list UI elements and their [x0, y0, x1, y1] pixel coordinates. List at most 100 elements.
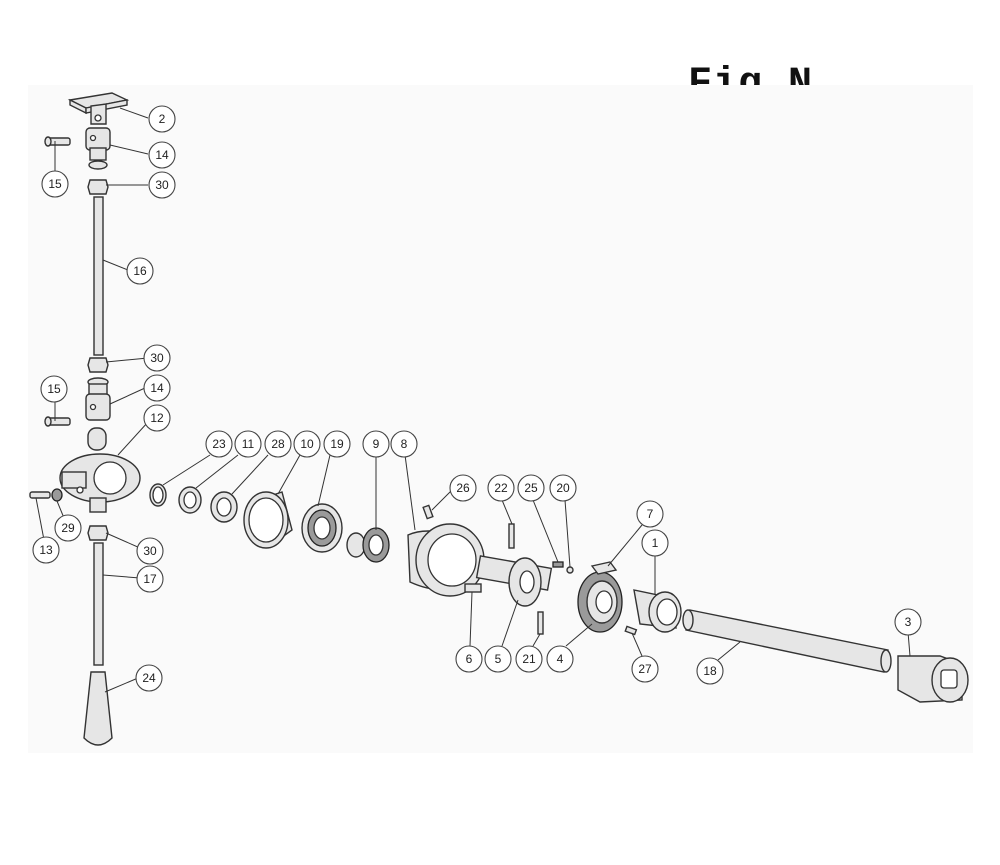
callout-label: 9 [373, 437, 380, 451]
callout: 9 [362, 430, 390, 458]
part-3-end-socket [897, 655, 969, 703]
callout-label: 5 [495, 652, 502, 666]
callout: 28 [264, 430, 292, 458]
callout-label: 21 [522, 652, 536, 666]
callout-label: 14 [150, 381, 164, 395]
callout: 30 [143, 344, 171, 372]
callout-label: 22 [494, 481, 508, 495]
callout: 1 [641, 529, 669, 557]
callout-label: 13 [39, 543, 53, 557]
callout: 2 [148, 105, 176, 133]
callout: 27 [631, 655, 659, 683]
part-2-mounting-plate [67, 92, 130, 125]
part-20-ball [566, 566, 574, 574]
part-21-pin [537, 611, 544, 635]
part-4-gear [577, 571, 623, 633]
callout: 11 [234, 430, 262, 458]
part-7-clip [590, 561, 618, 575]
part-23-retaining-ring [149, 483, 167, 507]
callout-label: 11 [242, 437, 255, 451]
callout-label: 30 [155, 178, 169, 192]
callout: 8 [390, 430, 418, 458]
callout: 14 [148, 141, 176, 169]
callout-label: 18 [703, 664, 717, 678]
callout: 29 [54, 514, 82, 542]
callout-label: 26 [456, 481, 470, 495]
callout-label: 28 [271, 437, 285, 451]
part-26-screw [422, 504, 434, 520]
callout-label: 10 [300, 437, 314, 451]
callout: 21 [515, 645, 543, 673]
part-18-shaft [682, 609, 892, 673]
callout: 18 [696, 657, 724, 685]
callout-label: 14 [155, 148, 169, 162]
callout: 30 [136, 537, 164, 565]
callout: 7 [636, 500, 664, 528]
part-13-set-screw [29, 491, 51, 499]
callout: 13 [32, 536, 60, 564]
callout-label: 25 [524, 481, 538, 495]
callout: 24 [135, 664, 163, 692]
part-22-pin [508, 523, 515, 549]
callout-label: 17 [143, 572, 157, 586]
callout: 6 [455, 645, 483, 673]
callout: 3 [894, 608, 922, 636]
part-5-cam-hub [475, 555, 553, 607]
callout-label: 7 [647, 507, 654, 521]
callout-label: 8 [401, 437, 408, 451]
callout: 17 [136, 565, 164, 593]
callout-label: 6 [466, 652, 473, 666]
part-10-bearing-cup [243, 491, 293, 549]
part-30-nut-upper [87, 179, 109, 195]
callout-label: 24 [142, 671, 156, 685]
callout-label: 23 [212, 437, 226, 451]
callout: 26 [449, 474, 477, 502]
callout-label: 16 [133, 264, 147, 278]
callout: 10 [293, 430, 321, 458]
part-25-spring [552, 561, 564, 568]
callout: 25 [517, 474, 545, 502]
callout-label: 30 [150, 351, 164, 365]
part-14-lower-clevis [85, 377, 111, 421]
part-30-nut-lower [87, 525, 109, 541]
callout: 4 [546, 645, 574, 673]
callout-label: 15 [48, 177, 62, 191]
part-29-washer [51, 488, 63, 502]
part-8-housing [407, 523, 485, 597]
part-24-handle-grip [83, 671, 113, 746]
part-12-hub-body [59, 427, 141, 513]
callout-label: 20 [556, 481, 570, 495]
part-9-threaded-collar [346, 527, 390, 563]
leader-lines [35, 107, 911, 693]
callout-label: 15 [47, 382, 61, 396]
callout: 5 [484, 645, 512, 673]
callout-label: 30 [143, 544, 157, 558]
part-6-key [464, 583, 482, 593]
callout-label: 12 [150, 411, 164, 425]
callout: 14 [143, 374, 171, 402]
callout: 23 [205, 430, 233, 458]
part-17-lower-rod [93, 542, 104, 666]
callout-label: 3 [905, 615, 912, 629]
callout-label: 1 [652, 536, 659, 550]
callout: 15 [41, 170, 69, 198]
part-11-bushing [178, 486, 202, 514]
part-16-upper-rod [93, 196, 104, 356]
callout: 22 [487, 474, 515, 502]
part-30-nut-middle [87, 357, 109, 373]
callout-label: 29 [61, 521, 75, 535]
part-15-upper-pin [44, 136, 71, 147]
callout: 16 [126, 257, 154, 285]
callout: 19 [323, 430, 351, 458]
part-1-sleeve [633, 589, 682, 633]
part-15-lower-pin [44, 416, 71, 427]
part-14-upper-clevis [85, 127, 111, 170]
callout-label: 27 [638, 662, 652, 676]
part-27-screw [624, 625, 638, 636]
part-19-bearing [301, 503, 343, 553]
callout-label: 2 [159, 112, 166, 126]
callout: 20 [549, 474, 577, 502]
callout: 12 [143, 404, 171, 432]
callout: 15 [40, 375, 68, 403]
